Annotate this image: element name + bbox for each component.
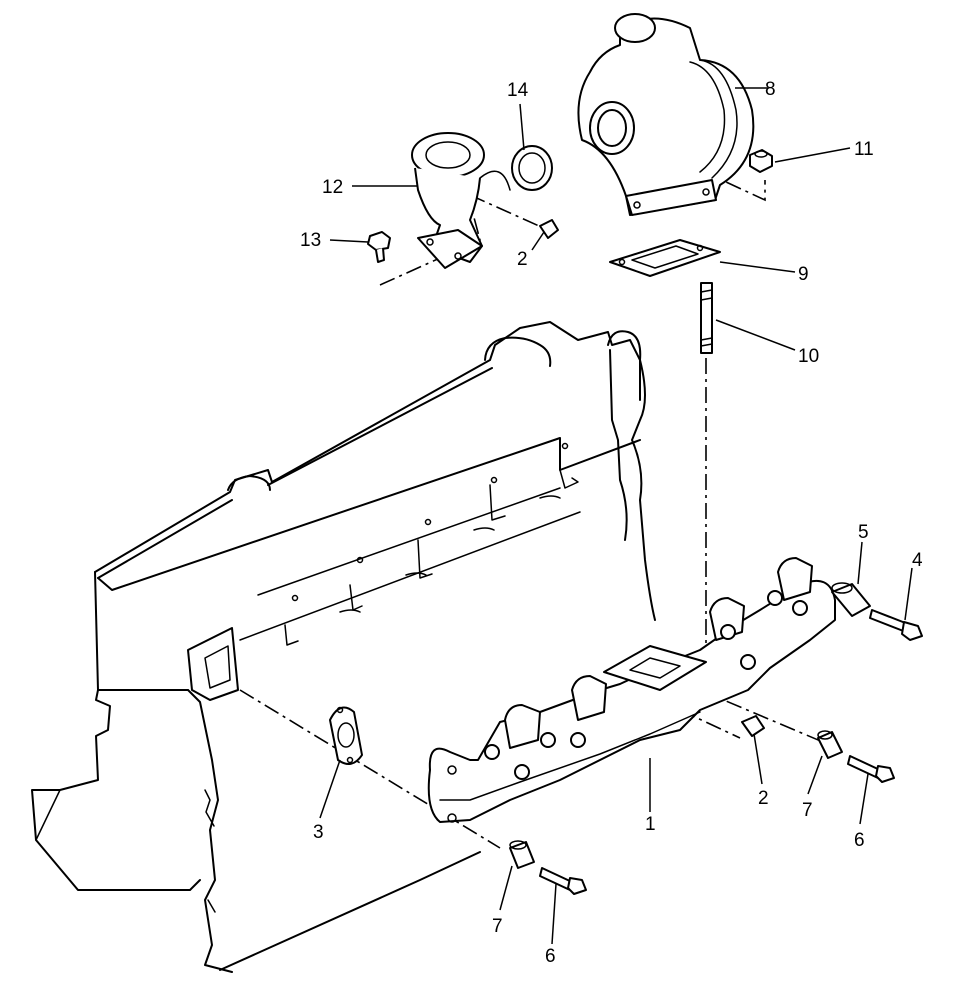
callout-8: 8	[765, 79, 776, 100]
callout-10: 10	[798, 346, 819, 367]
callout-1: 1	[645, 814, 656, 835]
plug-upper	[539, 219, 559, 239]
callout-13: 13	[300, 230, 321, 251]
callout-labels: 1 2 2 3 4 5 6 6 7 7 8 9 10 11 12 13 14	[300, 79, 923, 967]
manifold-bolt-long	[869, 609, 923, 641]
turbocharger	[577, 13, 755, 216]
exhaust-manifold	[427, 557, 836, 823]
callout-14: 14	[507, 80, 529, 101]
manifold-gasket	[329, 706, 363, 765]
callout-9: 9	[798, 264, 809, 285]
turbo-gasket	[609, 239, 721, 277]
plug-lower	[741, 715, 765, 737]
callout-3: 3	[313, 822, 324, 843]
spacer-bottom	[509, 840, 535, 869]
callout-2-bottom: 2	[758, 788, 769, 809]
callout-6-bottom: 6	[545, 946, 556, 967]
elbow-bolt	[367, 231, 391, 263]
manifold-bolt-bottom	[539, 867, 587, 895]
spacer-right	[817, 730, 843, 759]
hex-nut	[749, 149, 773, 173]
callout-7-right: 7	[802, 800, 813, 821]
exhaust-elbow	[411, 132, 511, 269]
callout-5: 5	[858, 522, 869, 543]
callout-4: 4	[912, 550, 923, 571]
callout-7-bottom: 7	[492, 916, 503, 937]
seal-ring	[511, 145, 553, 191]
callout-2-top: 2	[517, 249, 528, 270]
manifold-bolt-right	[847, 755, 895, 783]
leader-lines	[319, 87, 913, 945]
spacer-sleeve	[831, 582, 871, 617]
engine-block	[31, 321, 656, 973]
callout-6-right: 6	[854, 830, 865, 851]
stud-bolt	[700, 282, 713, 354]
callout-11: 11	[854, 139, 874, 160]
callout-12: 12	[322, 177, 343, 198]
